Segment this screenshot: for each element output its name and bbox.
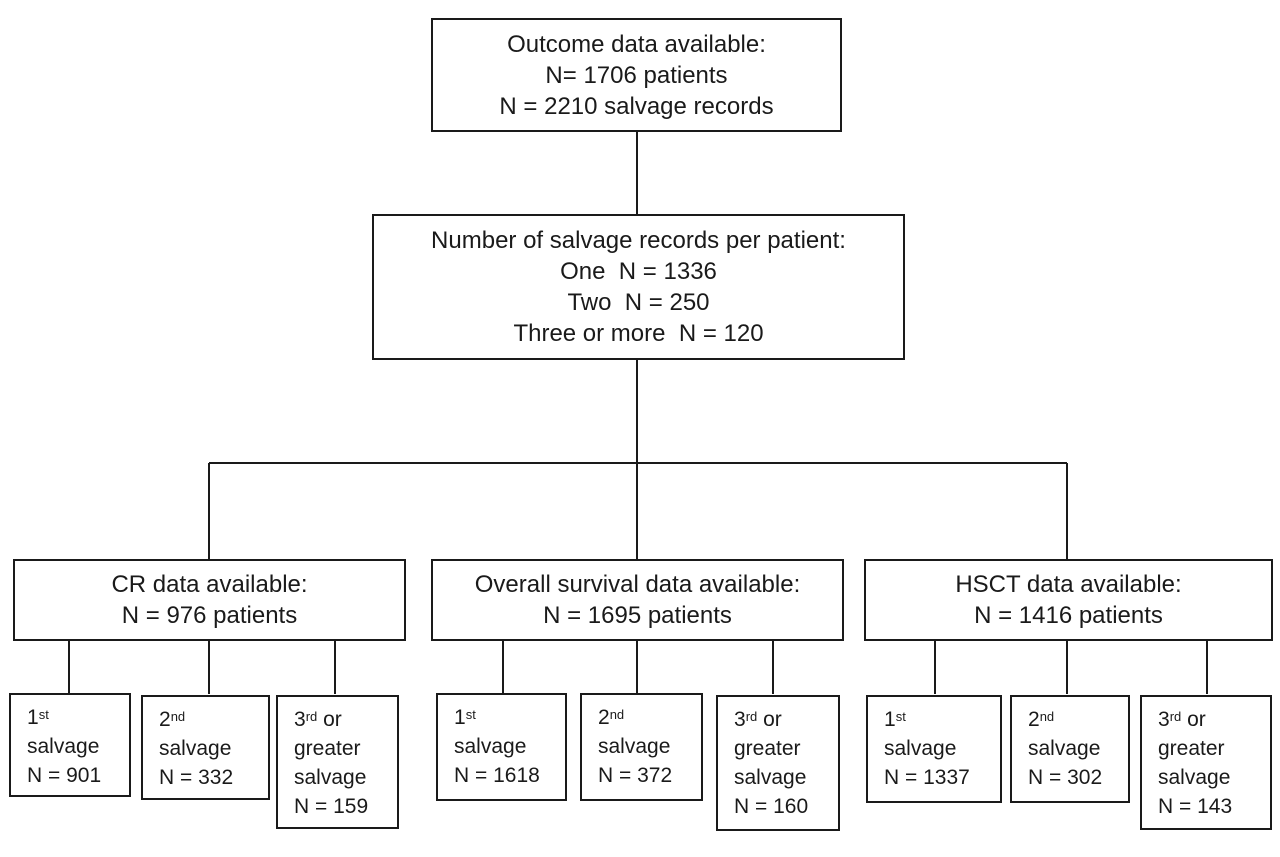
leaf-n: N = 372 (598, 764, 673, 787)
leaf-ordinal: 1st (454, 706, 476, 729)
outcome-records: N = 2210 salvage records (499, 92, 774, 120)
leaf-n: N = 1337 (884, 766, 970, 789)
leaf-label: greater (1158, 737, 1225, 760)
cr-leaf-3rd-or-greater-salvage: 3rd or greater salvage N = 159 (276, 695, 399, 829)
leaf-n: N = 302 (1028, 766, 1103, 789)
cr-leaf-1st-salvage: 1st salvage N = 901 (9, 693, 131, 797)
os-data-n: N = 1695 patients (543, 602, 732, 629)
leaf-ordinal: 2nd (1028, 708, 1055, 731)
hsct-leaf-2nd-salvage: 2nd salvage N = 302 (1010, 695, 1130, 803)
leaf-label: salvage (454, 735, 527, 758)
outcome-title: Outcome data available: (507, 30, 766, 58)
cr-leaf-2nd-salvage: 2nd salvage N = 332 (141, 695, 270, 800)
leaf-ordinal: 2nd (159, 708, 186, 731)
hsct-data-title: HSCT data available: (955, 571, 1182, 598)
overall-survival-data-box: Overall survival data available: N = 169… (431, 559, 844, 641)
leaf-n: N = 332 (159, 766, 234, 789)
leaf-ordinal: 2nd (598, 706, 625, 729)
leaf-ordinal: 3rd or (294, 708, 342, 731)
os-leaf-3rd-or-greater-salvage: 3rd or greater salvage N = 160 (716, 695, 840, 831)
leaf-label: salvage (294, 766, 367, 789)
cr-data-box: CR data available: N = 976 patients (13, 559, 406, 641)
leaf-ordinal: 3rd or (734, 708, 782, 731)
hsct-data-n: N = 1416 patients (974, 602, 1163, 629)
leaf-label: salvage (734, 766, 807, 789)
records-one: One N = 1336 (560, 258, 717, 285)
leaf-label: salvage (1158, 766, 1231, 789)
leaf-ordinal: 3rd or (1158, 708, 1206, 731)
leaf-n: N = 143 (1158, 795, 1233, 818)
records-three-or-more: Three or more N = 120 (513, 320, 764, 347)
leaf-label: greater (294, 737, 361, 760)
outcome-patients: N= 1706 patients (545, 61, 728, 89)
cr-data-n: N = 976 patients (121, 602, 298, 629)
records-per-patient-box: Number of salvage records per patient: O… (372, 214, 905, 360)
leaf-ordinal: 1st (27, 706, 49, 729)
leaf-label: greater (734, 737, 801, 760)
os-leaf-1st-salvage: 1st salvage N = 1618 (436, 693, 567, 801)
os-data-title: Overall survival data available: (474, 571, 801, 598)
leaf-label: salvage (884, 737, 957, 760)
hsct-leaf-1st-salvage: 1st salvage N = 1337 (866, 695, 1002, 803)
os-leaf-2nd-salvage: 2nd salvage N = 372 (580, 693, 703, 801)
leaf-n: N = 1618 (454, 764, 540, 787)
hsct-leaf-3rd-or-greater-salvage: 3rd or greater salvage N = 143 (1140, 695, 1272, 830)
leaf-n: N = 159 (294, 795, 369, 818)
outcome-data-box: Outcome data available: N= 1706 patients… (431, 18, 842, 132)
leaf-label: salvage (159, 737, 232, 760)
leaf-label: salvage (598, 735, 671, 758)
leaf-n: N = 901 (27, 764, 102, 787)
hsct-data-box: HSCT data available: N = 1416 patients (864, 559, 1273, 641)
leaf-n: N = 160 (734, 795, 809, 818)
records-two: Two N = 250 (567, 289, 710, 316)
leaf-label: salvage (1028, 737, 1101, 760)
cr-data-title: CR data available: (111, 571, 308, 598)
leaf-ordinal: 1st (884, 708, 906, 731)
records-per-patient-title: Number of salvage records per patient: (431, 227, 846, 254)
leaf-label: salvage (27, 735, 100, 758)
